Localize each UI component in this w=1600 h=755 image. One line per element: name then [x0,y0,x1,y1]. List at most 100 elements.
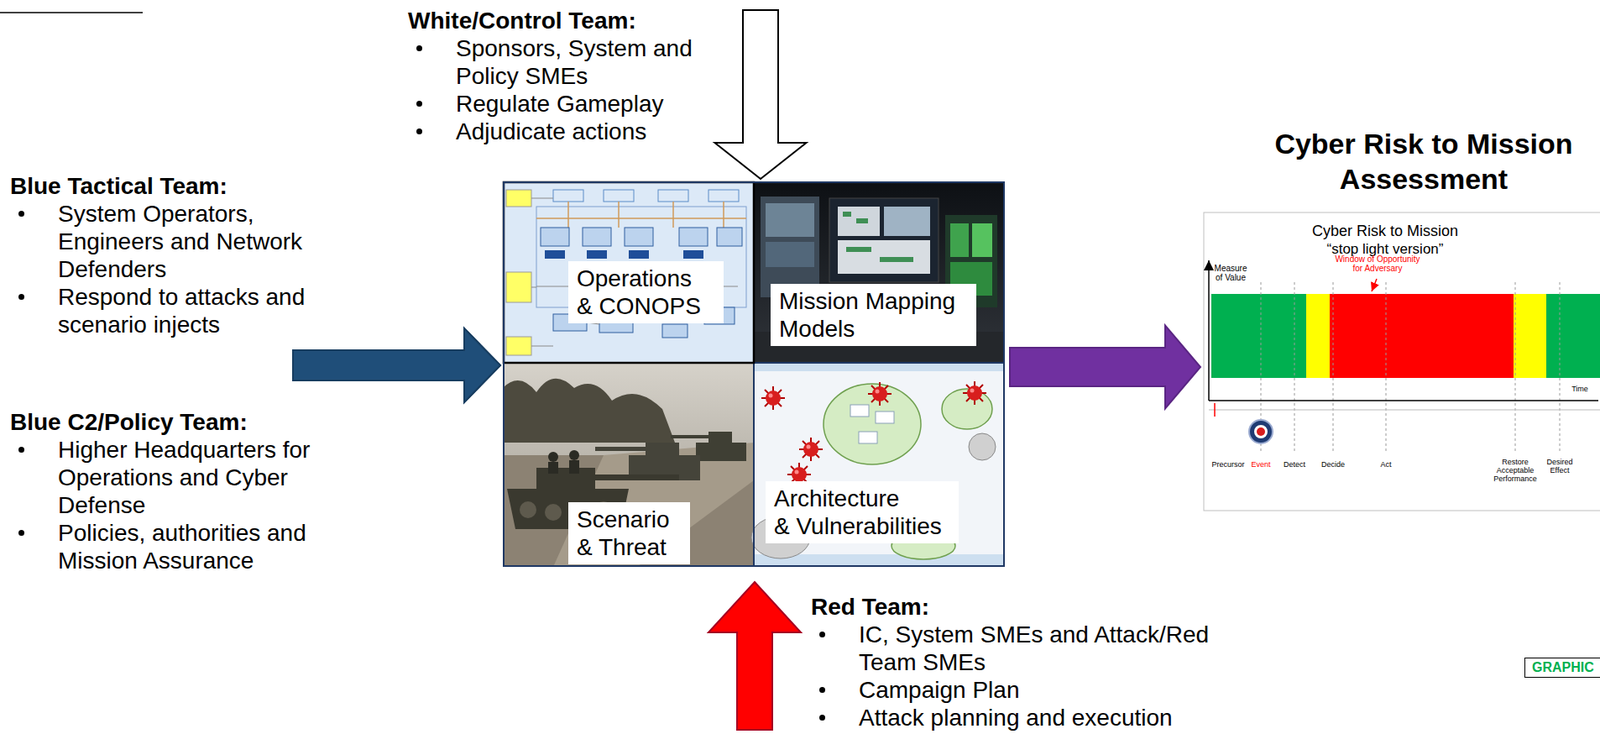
art-rect [1546,293,1600,378]
art-rect [506,271,532,303]
art-rect [837,206,880,236]
art-rect [708,189,739,202]
art-rect [753,362,1005,372]
team-panel: Blue C2/Policy Team:Higher Headquarters … [10,407,327,575]
block-arrow [1009,325,1201,409]
chart-label: Cyber Risk to Mission [1259,222,1512,241]
art-circle [1249,419,1273,444]
art-circle [544,503,562,521]
art-rect [695,442,747,461]
bullet-item: System Operators, Engineers and Network … [10,199,327,283]
team-heading: White/Control Team: [407,6,717,35]
art-rect [670,434,709,439]
art-rect [586,250,607,259]
art-rect [875,411,895,424]
art-rect [540,227,570,246]
bullet-item: Sponsors, System and Policy SMEs [407,34,717,90]
art-rect [1329,293,1514,378]
art-use [799,437,823,461]
art-line [1294,282,1296,454]
art-ellipse [941,388,993,429]
art-circle [548,451,559,462]
art-rect [842,211,852,217]
quadrant-label-box: Architecture & Vulnerabilities [765,481,959,544]
bullet-item: Respond to attacks and scenario injects [10,282,327,339]
art-line [1515,282,1517,454]
art-path [553,442,754,567]
art-rect [506,336,532,356]
art-rect [858,431,878,444]
art-g [544,250,704,259]
art-rect [544,250,565,259]
bullet-item: Regulate Gameplay [407,89,717,118]
art-g [548,449,580,474]
chart-label: Precursor [1208,460,1248,469]
art-path [502,378,675,443]
art-line [567,201,570,228]
quadrant-label-box: Operations & CONOPS [568,261,724,324]
art-g [1260,282,1560,454]
art-rect [856,218,868,224]
art-use [867,381,892,406]
bullet-item: Higher Headquarters for Operations and C… [10,435,327,519]
art-rect [645,442,680,458]
art-ellipse [823,383,921,465]
art-g [536,201,747,228]
art-rect [506,189,532,207]
block-arrow [292,328,501,403]
art-rect [658,189,689,202]
art-rect [624,227,654,246]
quadrant-label: Operations & CONOPS [576,264,716,320]
art-line [722,201,725,228]
bullet-item: Policies, authorities and Mission Assura… [10,518,327,575]
mission-grid: Operations & CONOPS Mission Mapping Model… [502,181,1005,567]
art-use [761,386,785,410]
art-line [1213,402,1216,417]
art-line [1385,282,1387,454]
quadrant-label-box: Scenario & Threat [568,501,691,565]
art-rect [829,198,939,283]
quadrant-label: Scenario & Threat [576,505,682,561]
art-rect [503,182,754,363]
art-rect [765,203,815,237]
art-rect [850,404,869,417]
art-rect [595,446,646,451]
quadrant-label-box: Mission Mapping Models [770,283,977,346]
art-rect [586,474,680,481]
chart-label: Time [1566,384,1594,394]
art-rect [950,223,969,257]
art-line [1207,260,1210,401]
art-rect [708,431,733,444]
art-circle [569,449,580,461]
tag-text: GRAPHIC [1532,658,1600,676]
chart-label: Detect [1279,460,1310,469]
art-rect [753,362,1005,567]
chart-label: Decide [1317,460,1349,469]
art-rect [628,250,649,259]
art-rect [765,241,815,267]
quadrant-label: Mission Mapping Models [779,287,968,343]
art-circle [519,501,537,518]
chart-label: Window of Opportunity for Adversary [1330,254,1425,273]
art-g [502,181,754,363]
art-g [753,181,1005,363]
art-rect [569,460,580,474]
art-rect [879,256,914,262]
art-g [850,404,895,444]
team-heading: Red Team: [810,592,1227,621]
bullet-item: Adjudicate actions [407,117,717,146]
art-rect [716,227,743,246]
art-line [0,11,143,14]
art-rect [837,240,931,274]
bullet-item: Campaign Plan [810,675,1227,704]
quadrant-label: Architecture & Vulnerabilities [773,484,951,540]
art-line [617,201,620,228]
art-line [1559,282,1561,454]
art-rect [1513,293,1547,378]
block-arrow [708,581,801,730]
art-line [531,198,554,199]
team-panel: White/Control Team:Sponsors, System and … [407,6,717,146]
chart-label: Measure of Value [1212,263,1250,283]
